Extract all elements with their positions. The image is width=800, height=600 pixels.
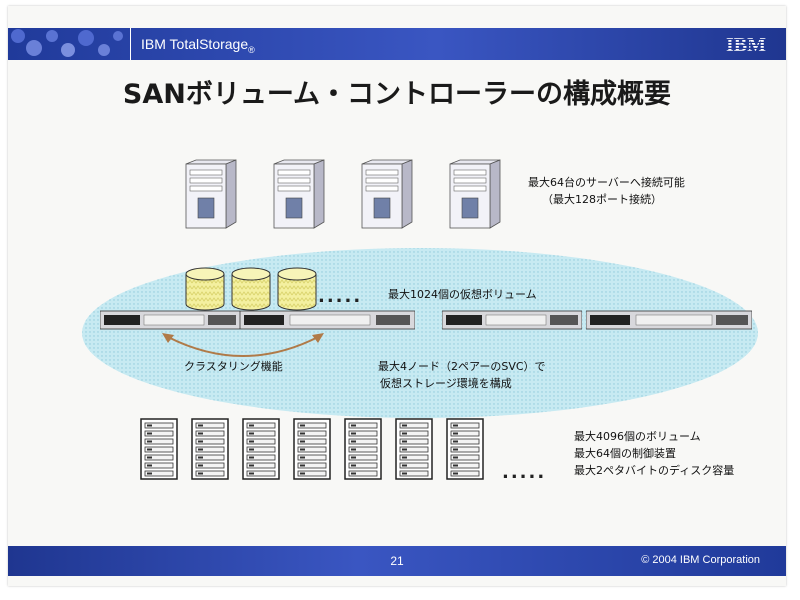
header-dots-decoration xyxy=(11,29,123,57)
virtual-volume-label: 最大1024個の仮想ボリューム xyxy=(388,288,537,301)
virtual-volume-icon xyxy=(231,267,271,311)
slide: IBM TotalStorage® IBM SANボリューム・コントローラーの構… xyxy=(8,6,786,586)
storage-capacity-line3: 最大2ペタバイトのディスク容量 xyxy=(574,464,735,477)
clustering-label: クラスタリング機能 xyxy=(184,360,283,373)
virtual-volume-icon xyxy=(185,267,225,311)
ibm-logo-icon: IBM xyxy=(726,34,766,54)
virtual-volume-icon xyxy=(277,267,317,311)
server-icon xyxy=(273,159,325,229)
more-volumes-ellipsis: ..... xyxy=(318,286,363,307)
storage-array-icon xyxy=(140,418,178,480)
brand-registered-mark: ® xyxy=(248,44,255,55)
storage-capacity-line2: 最大64個の制御装置 xyxy=(574,447,676,460)
storage-array-icon xyxy=(242,418,280,480)
page-title: SANボリューム・コントローラーの構成概要 xyxy=(122,79,672,110)
server-capacity-label: 最大64台のサーバーへ接続可能 （最大128ポート接続） xyxy=(528,174,685,208)
brand-label: IBM TotalStorage® xyxy=(130,28,255,60)
footer-bar xyxy=(8,546,786,576)
storage-array-icon xyxy=(446,418,484,480)
storage-array-icon xyxy=(344,418,382,480)
server-capacity-line1: 最大64台のサーバーへ接続可能 xyxy=(528,176,685,189)
copyright-notice: © 2004 IBM Corporation xyxy=(641,554,760,566)
svc-node-icon xyxy=(442,310,582,330)
storage-array-icon xyxy=(293,418,331,480)
svc-nodes-line1: 最大4ノード（2ペアーのSVC）で xyxy=(378,360,546,373)
storage-array-icon xyxy=(191,418,229,480)
server-icon xyxy=(361,159,413,229)
server-capacity-line2: （最大128ポート接続） xyxy=(542,193,662,206)
svc-nodes-line2: 仮想ストレージ環境を構成 xyxy=(380,377,512,390)
clustering-arrow-icon xyxy=(162,333,324,357)
svc-node-icon xyxy=(586,310,752,330)
header-bar: IBM TotalStorage® IBM xyxy=(8,28,786,60)
page-number: 21 xyxy=(390,554,404,568)
more-storage-ellipsis: ..... xyxy=(502,462,547,483)
storage-array-icon xyxy=(395,418,433,480)
svc-node-icon xyxy=(240,310,415,330)
svc-node-icon xyxy=(100,310,240,330)
ibm-logo-text: IBM xyxy=(726,34,766,54)
brand-name: IBM TotalStorage xyxy=(141,36,249,52)
storage-capacity-label: 最大4096個のボリューム 最大64個の制御装置 最大2ペタバイトのディスク容量 xyxy=(574,428,734,479)
svc-nodes-label: 最大4ノード（2ペアーのSVC）で 仮想ストレージ環境を構成 xyxy=(378,358,546,392)
storage-capacity-line1: 最大4096個のボリューム xyxy=(574,430,701,443)
server-icon xyxy=(449,159,501,229)
server-icon xyxy=(185,159,237,229)
